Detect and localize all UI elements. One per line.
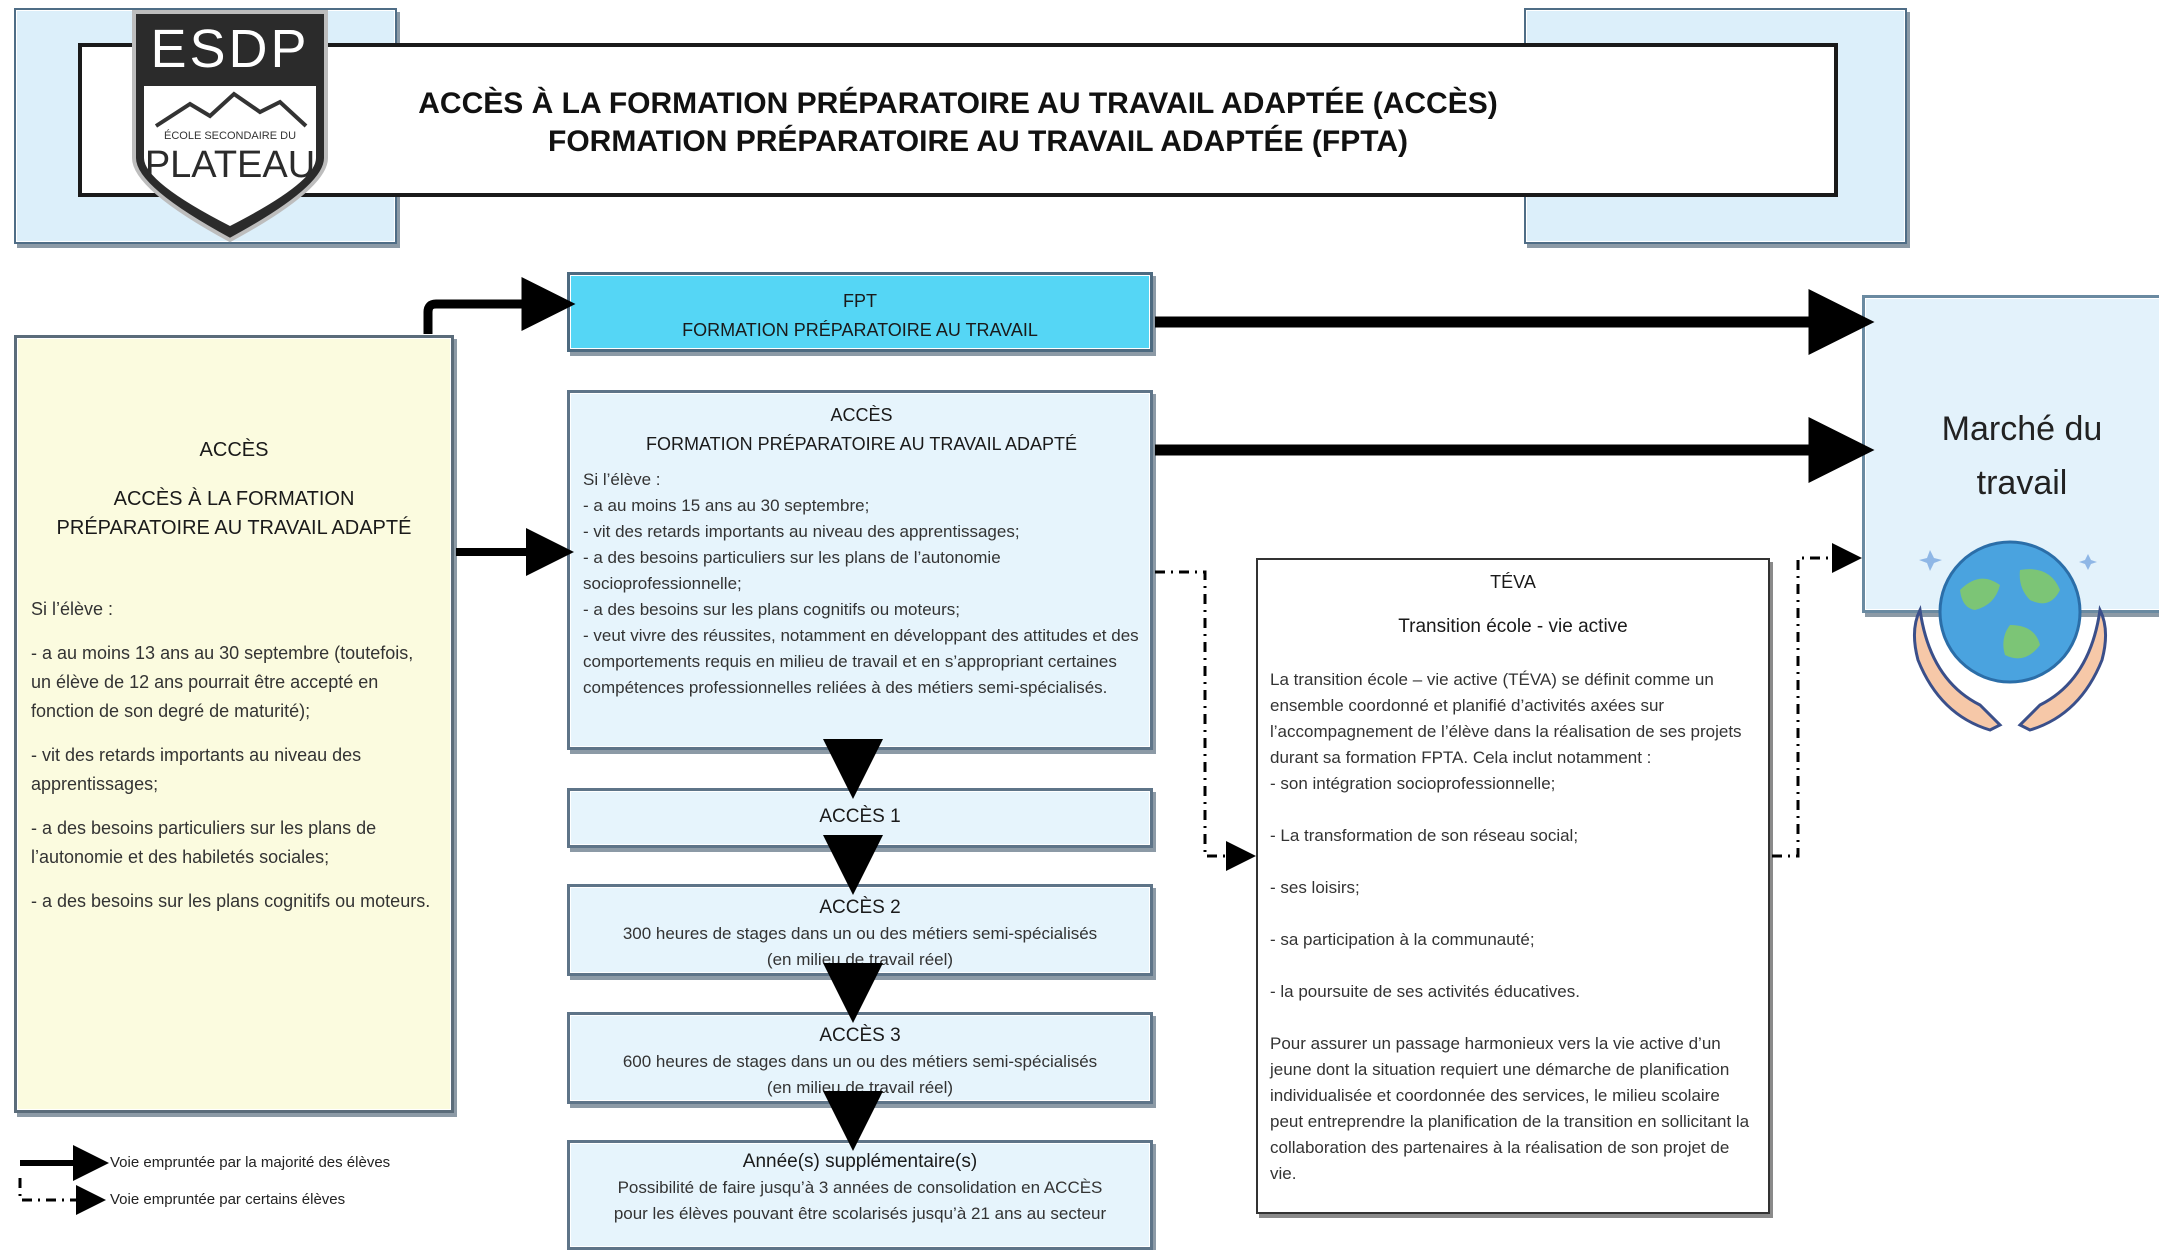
- teva-conclusion: Pour assurer un passage harmonieux vers …: [1270, 1034, 1750, 1183]
- acces-entry-box: ACCÈS ACCÈS À LA FORMATION PRÉPARATOIRE …: [14, 335, 454, 1113]
- acces-2-title: ACCÈS 2: [819, 897, 901, 918]
- page-title-line1: ACCÈS À LA FORMATION PRÉPARATOIRE AU TRA…: [418, 87, 1498, 120]
- page-title-line2: FORMATION PRÉPARATOIRE AU TRAVAIL ADAPTÉ…: [548, 125, 1408, 158]
- teva-box: TÉVA Transition école - vie active La tr…: [1256, 558, 1770, 1214]
- acces-1-title: ACCÈS 1: [819, 806, 901, 827]
- acces-3-title: ACCÈS 3: [819, 1025, 901, 1046]
- globe-hands-icon: [1900, 530, 2120, 735]
- legend-solid-label: Voie empruntée par la majorité des élève…: [110, 1154, 391, 1171]
- acces-3-box: ACCÈS 3 600 heures de stages dans un ou …: [567, 1012, 1153, 1104]
- header-title-band: ACCÈS À LA FORMATION PRÉPARATOIRE AU TRA…: [78, 43, 1838, 197]
- acces-2-box: ACCÈS 2 300 heures de stages dans un ou …: [567, 884, 1153, 976]
- acces-entry-subtitle-1: ACCÈS À LA FORMATION: [113, 488, 355, 510]
- marche-line2: travail: [1976, 464, 2068, 502]
- teva-intro: La transition école – vie active (TÉVA) …: [1270, 670, 1742, 767]
- teva-item: - son intégration socioprofessionnelle;: [1270, 774, 1556, 793]
- marche-line1: Marché du: [1941, 410, 2103, 448]
- acces-criteria-intro: Si l’élève :: [583, 470, 661, 489]
- fpt-box: FPT FORMATION PRÉPARATOIRE AU TRAVAIL: [567, 272, 1153, 352]
- teva-item: - ses loisirs;: [1270, 878, 1360, 897]
- teva-item: - sa participation à la communauté;: [1270, 930, 1535, 949]
- acces-criteria-subtitle: FORMATION PRÉPARATOIRE AU TRAVAIL ADAPTÉ: [645, 434, 1078, 454]
- teva-subtitle: Transition école - vie active: [1398, 616, 1628, 637]
- acces-criteria-item: - a des besoins sur les plans cognitifs …: [583, 600, 961, 619]
- acces-entry-title: ACCÈS: [199, 439, 269, 461]
- teva-item: - la poursuite de ses activités éducativ…: [1270, 982, 1580, 1001]
- legend-dashed-label: Voie empruntée par certains élèves: [110, 1191, 346, 1208]
- acces-criteria-item: - vit des retards importants au niveau d…: [583, 522, 1020, 541]
- annees-line2: pour les élèves pouvant être scolarisés …: [613, 1204, 1107, 1223]
- shield-icon: [132, 10, 328, 243]
- fpt-subtitle: FORMATION PRÉPARATOIRE AU TRAVAIL: [682, 320, 1038, 340]
- acces-criteria-item: - a au moins 15 ans au 30 septembre;: [583, 496, 870, 515]
- acces-2-line2: (en milieu de travail réel): [766, 950, 954, 969]
- school-logo: ESDP ÉCOLE SECONDAIRE DU PLATEAU: [130, 8, 330, 244]
- annees-supplementaires-box: Année(s) supplémentaire(s) Possibilité d…: [567, 1140, 1153, 1250]
- acces-entry-criterion: - a des besoins sur les plans cognitifs …: [31, 891, 431, 911]
- logo-esdp: ESDP: [150, 19, 310, 79]
- acces-criteria-title: ACCÈS: [830, 405, 893, 425]
- teva-item: - La transformation de son réseau social…: [1270, 826, 1579, 845]
- acces-entry-criterion: - a au moins 13 ans au 30 septembre (tou…: [31, 643, 414, 721]
- annees-title: Année(s) supplémentaire(s): [742, 1151, 978, 1172]
- fpt-title: FPT: [843, 291, 877, 311]
- annees-line1: Possibilité de faire jusqu’à 3 années de…: [617, 1178, 1103, 1197]
- teva-title: TÉVA: [1490, 572, 1536, 592]
- acces-3-line1: 600 heures de stages dans un ou des méti…: [622, 1052, 1098, 1071]
- acces-entry-criterion: - a des besoins particuliers sur les pla…: [31, 818, 377, 867]
- acces-3-line2: (en milieu de travail réel): [766, 1078, 954, 1097]
- acces-entry-subtitle-2: PRÉPARATOIRE AU TRAVAIL ADAPTÉ: [56, 517, 412, 539]
- acces-criteria-item: - a des besoins particuliers sur les pla…: [583, 548, 1001, 593]
- acces-entry-intro: Si l’élève :: [31, 599, 114, 619]
- acces-criteria-box: ACCÈS FORMATION PRÉPARATOIRE AU TRAVAIL …: [567, 390, 1153, 750]
- logo-subtitle: ÉCOLE SECONDAIRE DU: [163, 130, 297, 142]
- acces-criteria-item: - veut vivre des réussites, notamment en…: [583, 626, 1139, 697]
- acces-entry-criterion: - vit des retards importants au niveau d…: [31, 745, 362, 794]
- logo-plateau: PLATEAU: [144, 144, 316, 186]
- acces-2-line1: 300 heures de stages dans un ou des méti…: [622, 924, 1098, 943]
